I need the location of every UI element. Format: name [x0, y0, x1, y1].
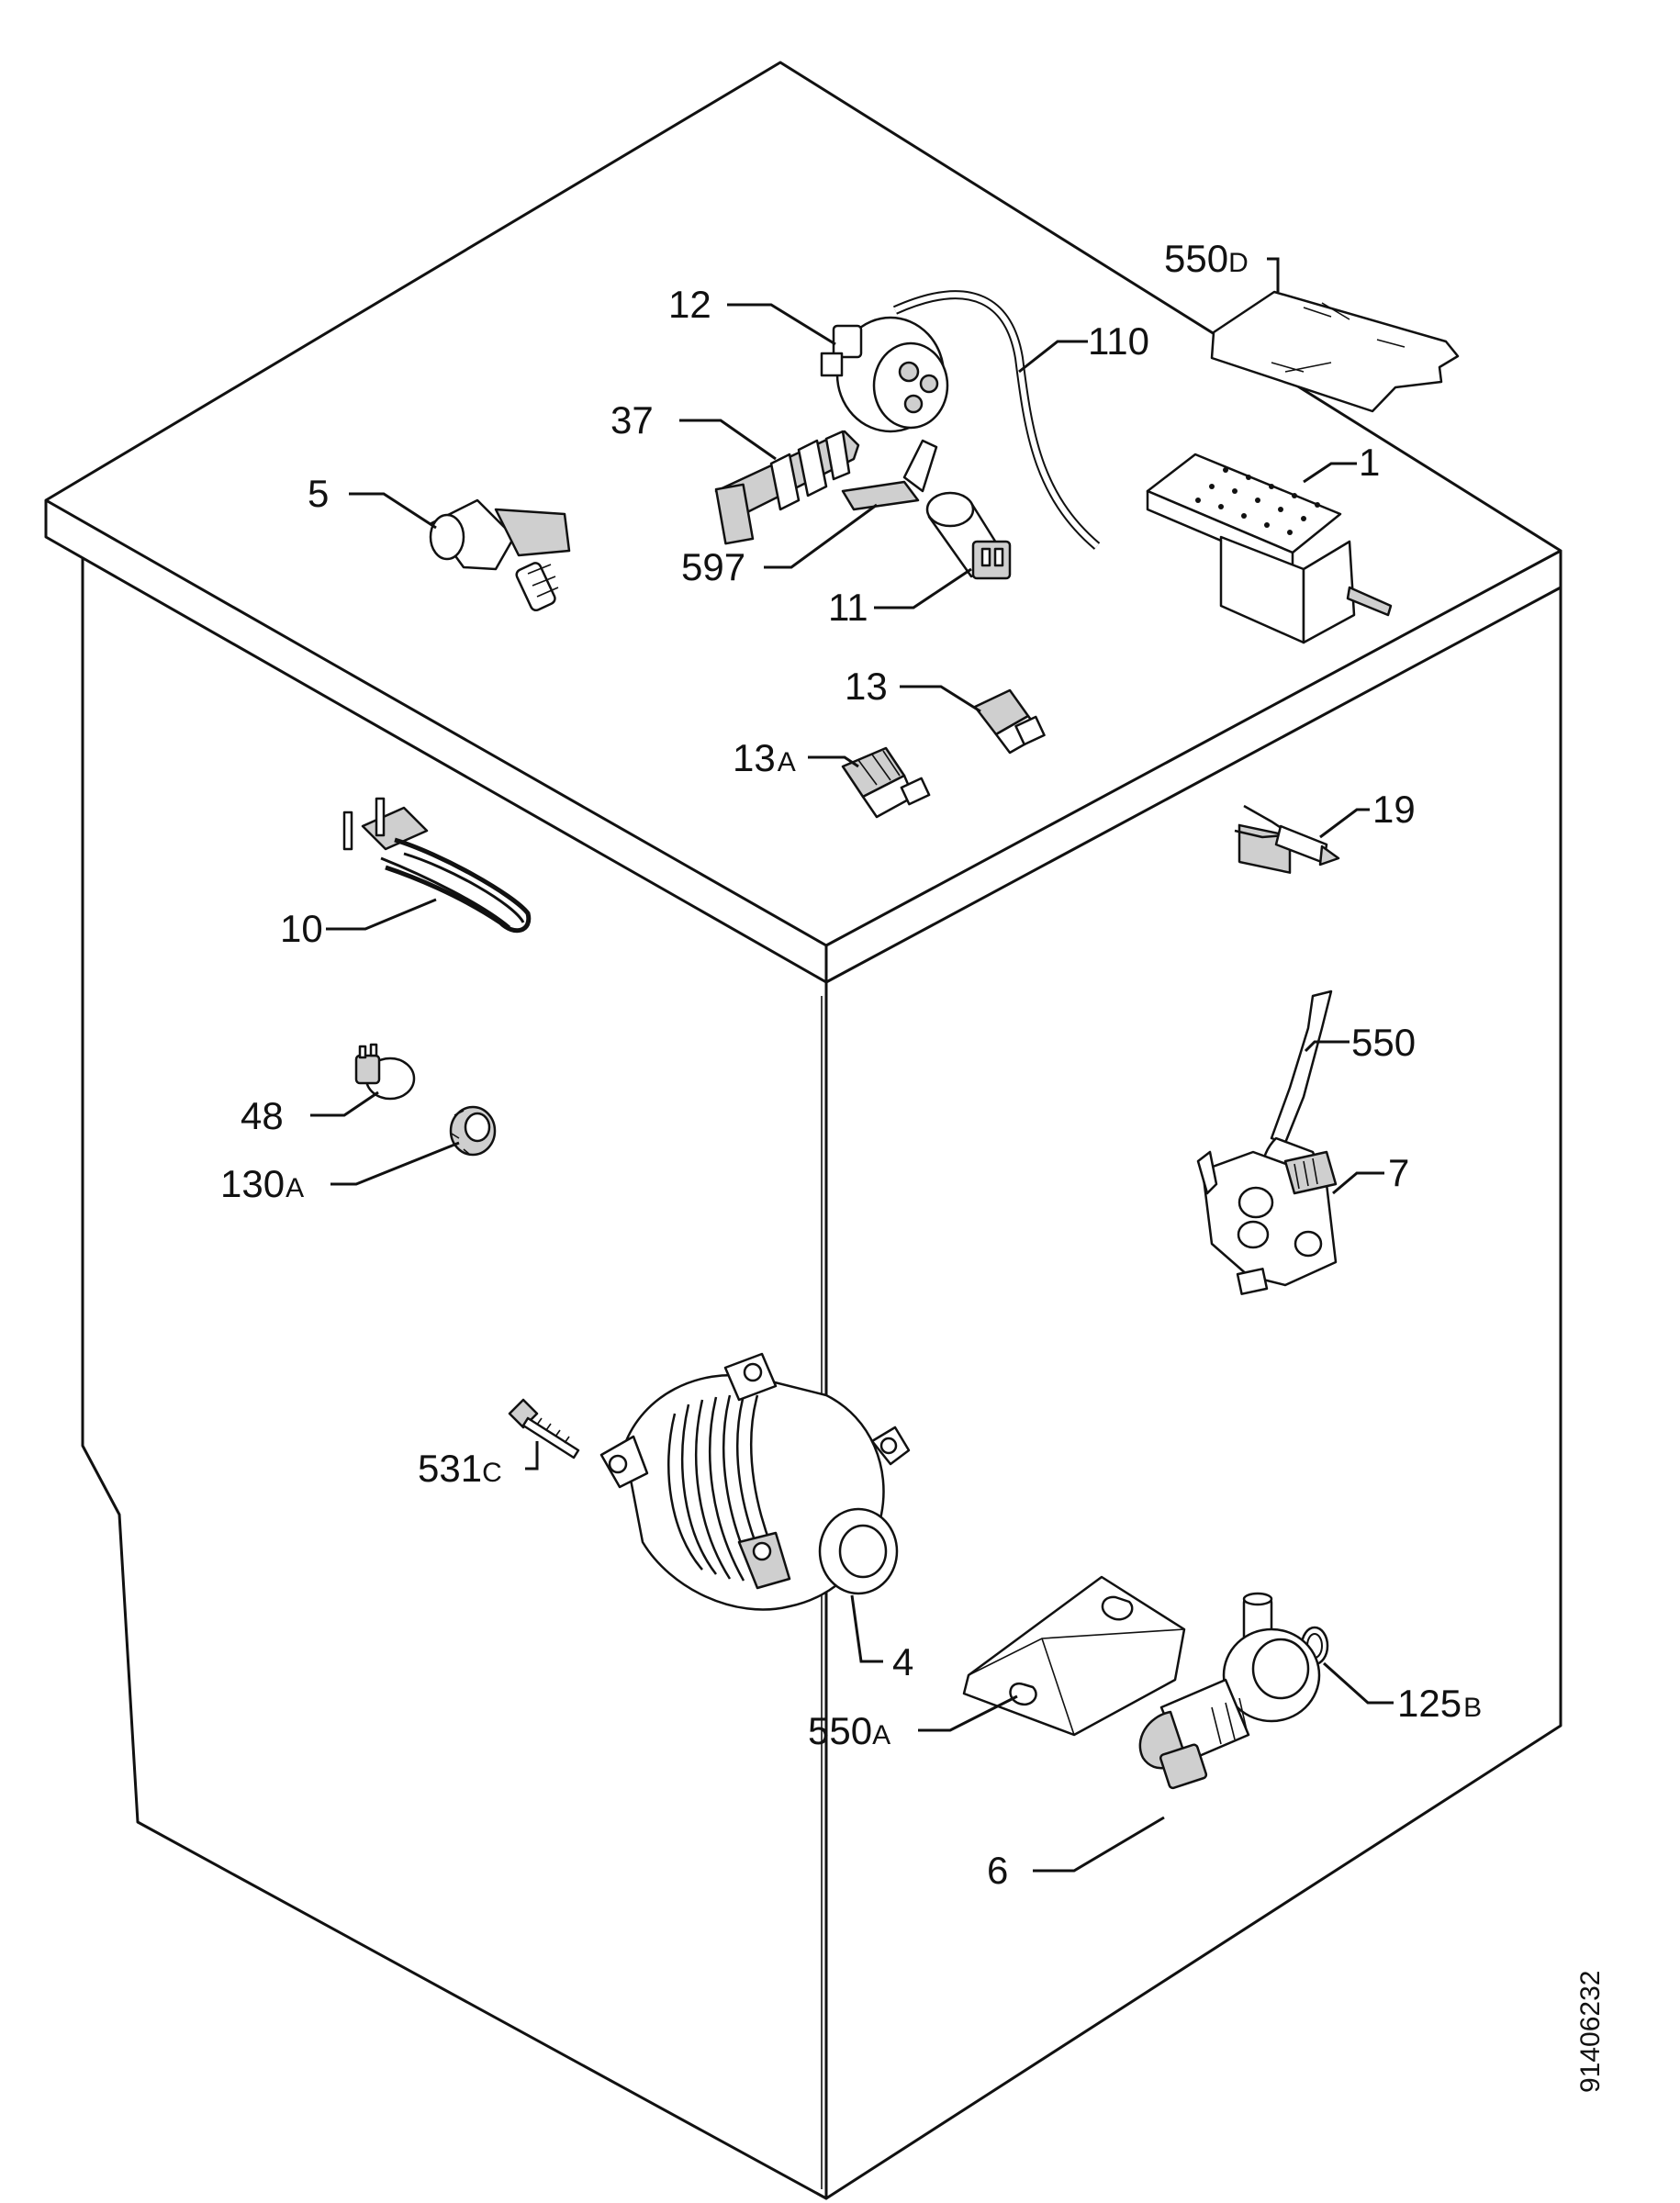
connector-13a	[841, 746, 931, 819]
label-48: 48	[241, 1094, 284, 1137]
label-597: 597	[681, 545, 745, 588]
cabinet-left-face	[81, 558, 828, 2200]
leader-10	[326, 898, 437, 931]
programmer-1	[1146, 453, 1393, 874]
leader-19	[1319, 808, 1370, 839]
leader-11	[874, 567, 972, 609]
cabinet-top-edge-right	[825, 551, 1562, 984]
leader-lines	[310, 257, 1394, 1873]
leader-48	[310, 1090, 379, 1117]
leader-125b	[1322, 1661, 1394, 1705]
cover-plate-550d	[1210, 290, 1460, 413]
label-19: 19	[1372, 788, 1416, 831]
label-4: 4	[892, 1640, 913, 1683]
leader-550a	[918, 1694, 1018, 1732]
leader-550	[1304, 1040, 1350, 1053]
bracket-37	[714, 430, 860, 545]
cabinet-top-face	[44, 61, 1562, 947]
document-id: 91406232	[1575, 1971, 1606, 2093]
label-531c: 531C	[418, 1447, 502, 1490]
pressure-switch-12	[820, 316, 949, 433]
leader-4	[850, 1594, 883, 1663]
valve-7	[1196, 1150, 1338, 1295]
clip-597	[841, 439, 938, 511]
label-550a: 550A	[808, 1709, 890, 1752]
cabinet-right-face	[825, 587, 1562, 2200]
leader-1	[1303, 462, 1357, 484]
label-5: 5	[308, 472, 329, 515]
capacitor-11	[925, 491, 1012, 580]
hose-110	[892, 290, 1101, 550]
heating-element-10	[342, 797, 532, 934]
label-550: 550	[1351, 1021, 1416, 1064]
label-10: 10	[280, 907, 323, 950]
nut-130a	[449, 1105, 497, 1157]
valve-5	[429, 498, 571, 612]
leader-110	[1018, 340, 1088, 374]
leader-6	[1033, 1816, 1165, 1873]
drain-pump-6	[1138, 1592, 1321, 1790]
connector-13	[973, 688, 1046, 755]
leader-12	[727, 303, 836, 346]
label-550d: 550D	[1164, 237, 1249, 280]
label-13a: 13A	[733, 736, 796, 779]
callout-labels: 550D 12 110 37 1 5 597 11 13 13A 19 10 5…	[220, 237, 1482, 1892]
cabinet-top-edge-left	[44, 500, 828, 984]
pad-550a	[962, 1575, 1186, 1737]
leader-37	[679, 419, 777, 461]
leader-13	[900, 685, 981, 713]
leader-597	[764, 503, 878, 569]
label-110: 110	[1088, 319, 1149, 363]
leader-13a	[808, 755, 859, 768]
label-12: 12	[668, 283, 711, 326]
leader-531c	[525, 1441, 539, 1471]
label-13: 13	[845, 665, 888, 708]
label-6: 6	[987, 1849, 1008, 1892]
thermistor-19	[1234, 804, 1340, 867]
leader-7	[1332, 1171, 1384, 1195]
label-37: 37	[610, 398, 654, 442]
label-11: 11	[828, 586, 868, 629]
pump-motor-4	[599, 1352, 911, 1611]
leader-130a	[330, 1141, 460, 1186]
leader-550d	[1267, 257, 1280, 292]
plug-48	[354, 1043, 416, 1101]
screw-531c	[508, 1398, 580, 1459]
label-125b: 125B	[1397, 1682, 1482, 1725]
leader-5	[349, 492, 437, 530]
label-130a: 130A	[220, 1162, 304, 1205]
label-1: 1	[1359, 441, 1380, 484]
label-7: 7	[1388, 1151, 1409, 1194]
